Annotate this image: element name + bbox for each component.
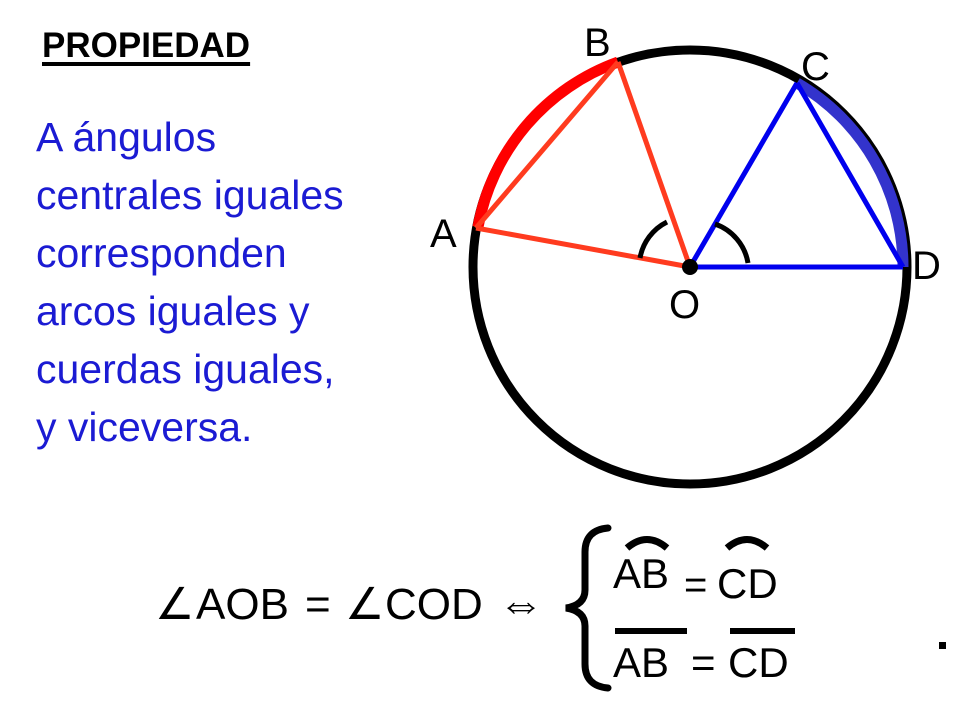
label-b: B [584,21,611,65]
arc-cd [794,78,909,268]
chord-equals: = [691,639,716,686]
arc-equals: = [684,563,707,607]
label-d: D [912,244,941,288]
property-line: y viceversa. [36,404,253,450]
formula-angle-aob: AOB [196,580,289,629]
formula-angle-cod: COD [385,580,483,629]
arc-ab-label: AB [613,550,669,597]
page-title: PROPIEDAD [42,26,251,65]
arc-ab [472,56,620,228]
radius-oa [475,225,691,270]
angle-symbol: ∠ [345,580,384,629]
circle [468,45,912,489]
chord-cd [794,81,906,269]
property-line: cuerdas iguales, [36,346,335,392]
brace [565,524,612,692]
property-line: arcos iguales y [36,288,310,334]
property-line: centrales iguales [36,172,344,218]
chord-ab-label: AB [613,639,669,686]
property-statement: A ángulos centrales iguales corresponden… [36,108,416,456]
arc-cd-label: CD [717,560,778,607]
angle-symbol: ∠ [155,580,194,629]
angle-mark-aob [637,219,669,259]
center-point [682,259,698,275]
property-line: A ángulos [36,114,217,160]
chord-ab [474,60,620,230]
label-a: A [430,212,457,256]
radius-ob [615,61,693,268]
radius-oc [687,81,800,269]
arc-over-ab [624,536,670,551]
period-dot [939,642,946,649]
label-o: O [669,283,700,327]
chord-cd-label: CD [728,639,789,686]
property-line: corresponden [36,230,287,276]
label-c: C [801,45,830,89]
formula-equals: = [305,580,331,629]
angle-mark-cod [714,221,751,264]
iff-symbol: ⇔ [498,577,544,629]
arc-over-cd [724,536,770,551]
